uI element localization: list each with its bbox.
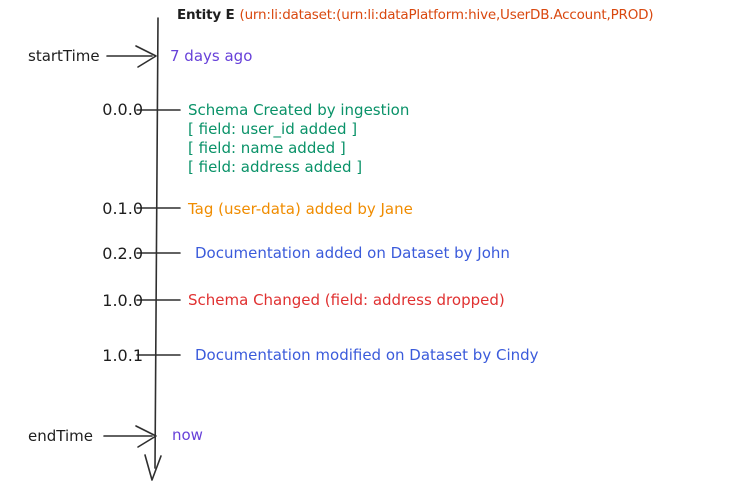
event-description-0-2-0: Documentation added on Dataset by John [195,244,510,262]
timeline-axis [154,17,159,469]
version-label-1-0-1: 1.0.1 [102,346,143,365]
entity-name: Entity E [177,7,235,23]
starttime-arrow-icon [106,45,157,68]
event-line: Schema Created by ingestion [188,101,410,119]
version-label-0-1-0: 0.1.0 [102,199,143,218]
event-description-0-0-0: Schema Created by ingestion [ field: use… [188,101,409,177]
event-line: [ field: address added ] [188,158,363,176]
event-description-0-1-0: Tag (user-data) added by Jane [188,200,413,218]
entity-urn: (urn:li:dataset:(urn:li:dataPlatform:hiv… [239,7,654,23]
axis-arrowhead-icon [144,454,162,481]
version-label-0-2-0: 0.2.0 [102,244,143,263]
version-label-0-0-0: 0.0.0 [102,100,143,119]
starttime-value: 7 days ago [170,47,253,65]
endtime-value: now [172,426,203,444]
endtime-arrow-icon [103,425,157,448]
event-line: [ field: name added ] [188,139,346,157]
event-description-1-0-0: Schema Changed (field: address dropped) [188,291,505,309]
version-label-1-0-0: 1.0.0 [102,291,143,310]
event-description-1-0-1: Documentation modified on Dataset by Cin… [195,346,539,364]
event-line: [ field: user_id added ] [188,120,358,138]
starttime-label: startTime [28,47,100,65]
endtime-label: endTime [28,427,93,445]
diagram-title: Entity E(urn:li:dataset:(urn:li:dataPlat… [177,7,654,23]
